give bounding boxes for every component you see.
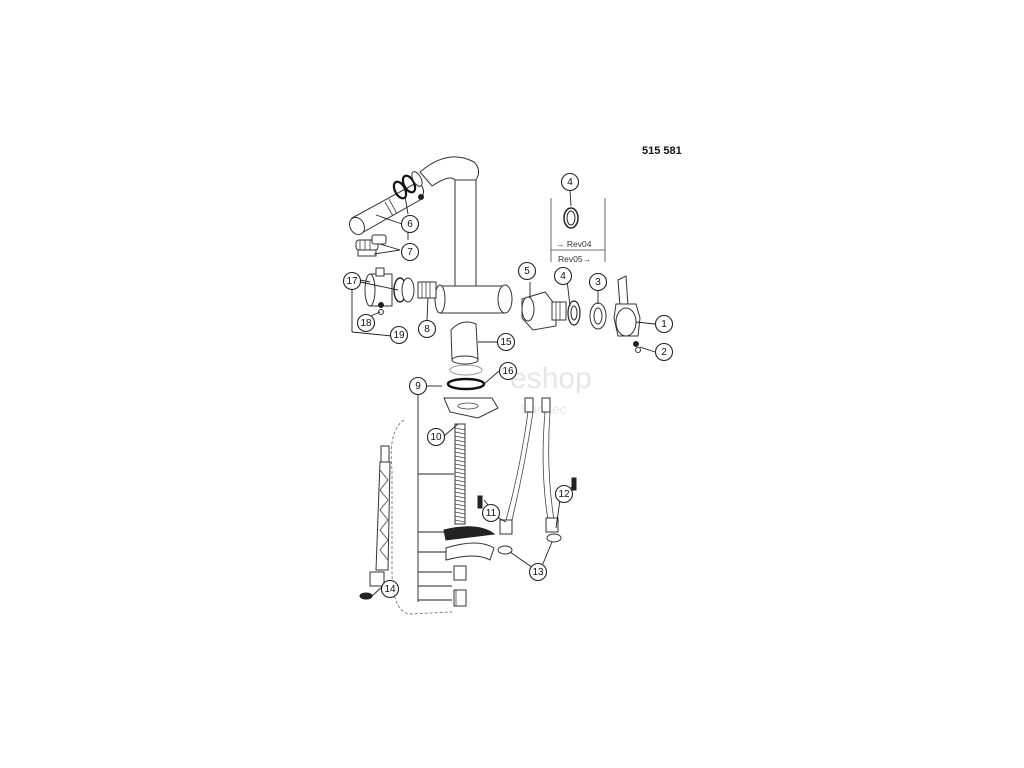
- callout-circle: [517, 261, 537, 281]
- callout-number: 8: [424, 324, 430, 335]
- callout-number: 14: [384, 584, 396, 595]
- right-cartridge-assembly: [521, 275, 641, 353]
- mixer-body: [434, 284, 513, 314]
- callout-circle: [400, 214, 420, 234]
- callout-c2: 2: [654, 342, 674, 362]
- callout-c19: 19: [389, 325, 409, 345]
- callout-c6: 6: [400, 214, 420, 234]
- callout-circle: [654, 342, 674, 362]
- callout-number: 18: [360, 318, 372, 329]
- callout-number: 16: [502, 366, 514, 377]
- callout-circle: [417, 319, 437, 339]
- spout-o-rings: [392, 171, 424, 200]
- callout-number: 17: [346, 276, 358, 287]
- callout-circle: [356, 313, 376, 333]
- revision-box: → Rev04 Rev05→: [550, 198, 606, 264]
- left-hose: [359, 445, 391, 600]
- threaded-rod: [454, 423, 466, 525]
- callout-number: 11: [486, 508, 497, 519]
- callout-circle: [408, 376, 428, 396]
- callout-number: 4: [560, 271, 566, 282]
- leader-lines: [351, 189, 656, 597]
- aerator-parts: [355, 234, 387, 257]
- callout-circle: [498, 361, 518, 381]
- left-cartridge-assembly: [364, 267, 437, 315]
- callout-circle: [654, 314, 674, 334]
- callout-circle: [554, 484, 574, 504]
- callout-number: 5: [524, 266, 530, 277]
- callout-number: 9: [415, 381, 421, 392]
- callout-circle: [481, 503, 501, 523]
- callout-number: 1: [661, 319, 667, 330]
- callout-c7: 7: [400, 242, 420, 262]
- callout-c10: 10: [426, 427, 446, 447]
- callout-number: 4: [567, 177, 573, 188]
- callout-number: 6: [407, 219, 413, 230]
- right-hoses: [477, 397, 577, 555]
- callout-circle: [426, 427, 446, 447]
- callout-c14: 14: [380, 579, 400, 599]
- callout-number: 3: [595, 277, 601, 288]
- callout-circle: [342, 271, 362, 291]
- callout-circle: [389, 325, 409, 345]
- callout-circle: [560, 172, 580, 192]
- callout-9-bracket: [417, 385, 454, 602]
- callout-circle: [380, 579, 400, 599]
- base-parts: [443, 321, 499, 419]
- callout-c13: 13: [528, 562, 548, 582]
- rev-upper-label: → Rev04: [556, 239, 592, 249]
- callout-c11: 11: [481, 503, 501, 523]
- callout-number: 15: [500, 337, 512, 348]
- callout-c1: 1: [654, 314, 674, 334]
- callout-c8: 8: [417, 319, 437, 339]
- callout-number: 12: [558, 489, 570, 500]
- watermark-line1: eshop: [510, 362, 592, 395]
- callout-circle: [588, 272, 608, 292]
- rev-lower-label: Rev05→: [558, 254, 591, 264]
- callout-number: 13: [532, 567, 544, 578]
- callout-number: 2: [661, 347, 667, 358]
- callout-c12: 12: [554, 484, 574, 504]
- callout-c4a: 4: [560, 172, 580, 192]
- faucet-spout: [349, 156, 480, 293]
- callout-c17: 17: [342, 271, 362, 291]
- callout-circle: [496, 332, 516, 352]
- callout-circle: [400, 242, 420, 262]
- callout-number: 7: [407, 247, 413, 258]
- callout-c16: 16: [498, 361, 518, 381]
- watermark: eshop Sanitec: [510, 362, 592, 417]
- callout-c5: 5: [517, 261, 537, 281]
- callout-c15: 15: [496, 332, 516, 352]
- callout-number: 19: [393, 330, 405, 341]
- callout-c18: 18: [356, 313, 376, 333]
- callout-c9: 9: [408, 376, 428, 396]
- model-number: 515 581: [642, 145, 682, 157]
- callout-c4b: 4: [553, 266, 573, 286]
- callout-number: 10: [430, 432, 442, 443]
- callout-circle: [553, 266, 573, 286]
- mounting-hardware: [443, 526, 496, 607]
- callout-c3: 3: [588, 272, 608, 292]
- callout-circle: [528, 562, 548, 582]
- hose-group-outline: [390, 419, 453, 615]
